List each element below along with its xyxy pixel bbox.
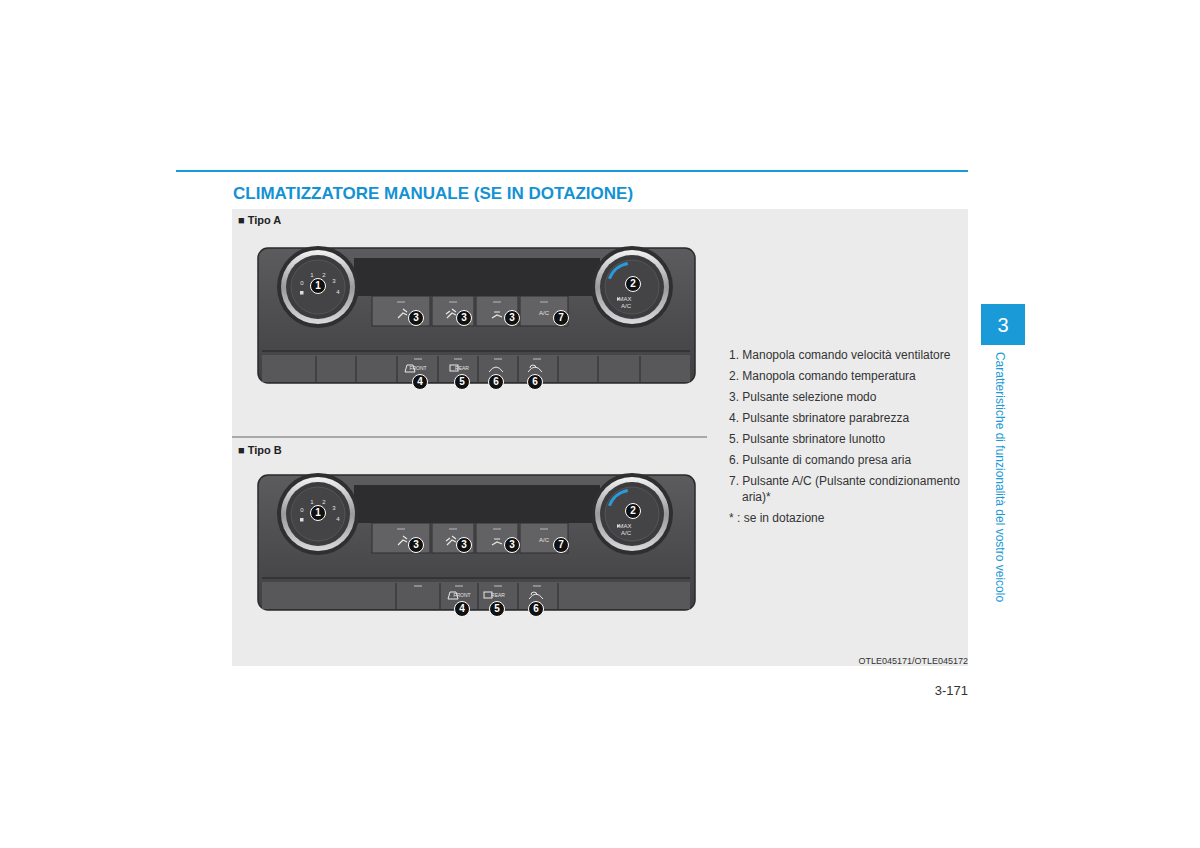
callout-number: 7 — [553, 537, 569, 553]
legend-item: 7. Pulsante A/C (Pulsante condizionament… — [729, 473, 965, 505]
control-panel-a — [258, 246, 695, 383]
chapter-number: 3 — [997, 314, 1008, 336]
control-marking: A/C — [539, 310, 549, 317]
callout-number: 3 — [408, 537, 424, 553]
callout-number: 1 — [310, 505, 326, 521]
legend-item: 5. Pulsante sbrinatore lunotto — [729, 431, 965, 447]
control-marking: MAX — [618, 296, 631, 303]
control-marking: 2 — [322, 499, 325, 506]
control-marking: FRONT — [409, 365, 426, 371]
control-marking: 3 — [332, 505, 335, 512]
legend-item: 3. Pulsante selezione modo — [729, 389, 965, 405]
header-rule — [176, 170, 968, 172]
callout-number: 3 — [408, 310, 424, 326]
divider — [232, 437, 707, 438]
callout-number: 6 — [528, 601, 544, 617]
chapter-tab: 3 — [981, 304, 1025, 345]
callout-number: 2 — [625, 503, 641, 519]
control-marking: MAX — [618, 523, 631, 530]
control-marking: 1 — [310, 499, 313, 506]
callout-number: 4 — [412, 374, 428, 390]
legend-item: 6. Pulsante di comando presa aria — [729, 452, 965, 468]
control-marking: 1 — [310, 272, 313, 279]
control-panel-b — [258, 473, 695, 610]
control-marking: 0 — [300, 280, 303, 287]
control-marking: 2 — [322, 272, 325, 279]
control-marking: A/C — [621, 303, 631, 310]
legend-item: * : se in dotazione — [729, 510, 965, 526]
control-marking: REAR — [491, 592, 505, 598]
legend-item: 1. Manopola comando velocità ventilatore — [729, 347, 965, 363]
callout-number: 6 — [488, 374, 504, 390]
callout-number: 6 — [527, 374, 543, 390]
legend-item: 4. Pulsante sbrinatore parabrezza — [729, 410, 965, 426]
control-marking: A/C — [621, 530, 631, 537]
callout-number: 1 — [310, 278, 326, 294]
callout-number: 3 — [504, 310, 520, 326]
control-marking: 4 — [336, 289, 339, 296]
callout-number: 7 — [553, 310, 569, 326]
callout-number: 2 — [625, 276, 641, 292]
legend-item: 2. Manopola comando temperatura — [729, 368, 965, 384]
chapter-title: Caratteristiche di funzionalità del vost… — [993, 352, 1007, 602]
parts-list: 1. Manopola comando velocità ventilatore… — [729, 347, 965, 531]
figure-label: ■ Tipo B — [238, 444, 282, 457]
figure-code: OTLE045171/OTLE045172 — [858, 656, 968, 667]
control-marking: FRONT — [453, 592, 470, 598]
control-marking: 4 — [336, 516, 339, 523]
page-title: CLIMATIZZATORE MANUALE (SE IN DOTAZIONE) — [233, 184, 633, 204]
callout-number: 5 — [454, 374, 470, 390]
control-marking: REAR — [455, 365, 469, 371]
figure-label: ■ Tipo A — [238, 214, 281, 227]
callout-number: 3 — [456, 310, 472, 326]
callout-number: 3 — [456, 537, 472, 553]
control-marking: 3 — [332, 278, 335, 285]
control-marking: 0 — [300, 507, 303, 514]
callout-number: 4 — [454, 601, 470, 617]
callout-number: 5 — [489, 601, 505, 617]
control-marking: A/C — [539, 537, 549, 544]
callout-number: 3 — [504, 537, 520, 553]
page-number: 3-171 — [935, 683, 968, 698]
figure-panel — [232, 209, 968, 666]
